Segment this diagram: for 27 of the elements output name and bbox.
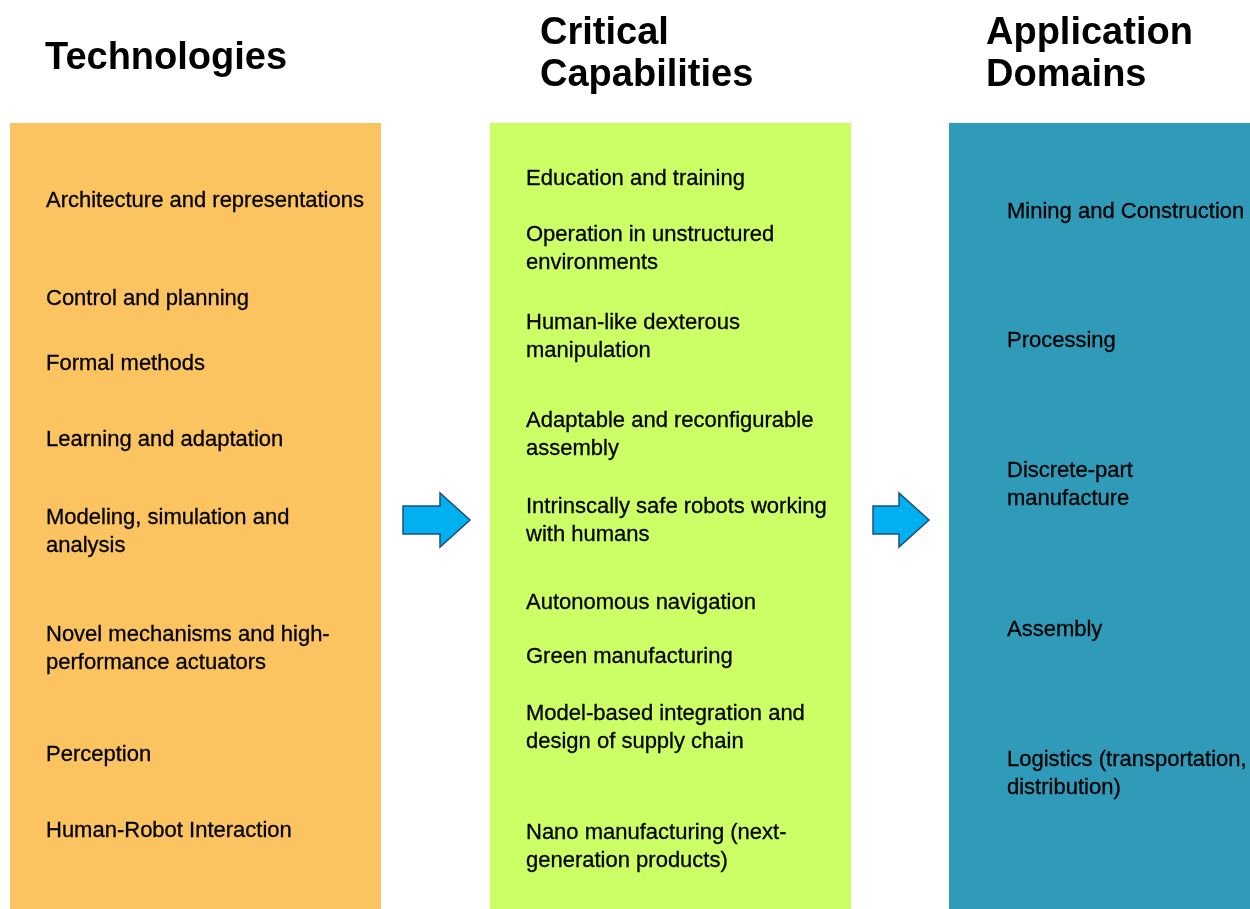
list-item: Adaptable and reconfigurable assembly: [526, 406, 815, 462]
list-item: Control and planning: [46, 284, 251, 312]
list-item: Model-based integration and design of supply chain: [526, 699, 806, 755]
list-item: Discrete-part manufacture: [1007, 456, 1134, 512]
list-item: Formal methods: [46, 349, 206, 377]
list-item: Human-like dexterous manipulation: [526, 308, 741, 364]
column-heading: Critical Capabilities: [540, 10, 755, 94]
list-item: Novel mechanisms and high-performance actuators: [46, 620, 331, 676]
list-item: Nano manufacturing (next-generation products): [526, 818, 788, 874]
list-item: Perception: [46, 740, 153, 768]
list-item: Processing: [1007, 326, 1117, 354]
list-item: Human-Robot Interaction: [46, 816, 293, 844]
list-item: Intrinscally safe robots working with humans: [526, 492, 828, 548]
list-item: Learning and adaptation: [46, 425, 285, 453]
list-item: Modeling, simulation and analysis: [46, 503, 291, 559]
list-item: Green manufacturing: [526, 642, 734, 670]
list-item: Mining and Construction: [1007, 197, 1246, 225]
list-item: Operation in unstructured environments: [526, 220, 776, 276]
list-item: Autonomous navigation: [526, 588, 757, 616]
list-item: Education and training: [526, 164, 746, 192]
column-heading: Application Domains: [986, 10, 1194, 94]
list-item: Architecture and representations: [46, 186, 365, 214]
column-heading: Technologies: [45, 35, 289, 77]
block-arrow: [402, 491, 472, 549]
list-item: Assembly: [1007, 615, 1104, 643]
list-item: Logistics (transportation, distribution): [1007, 745, 1248, 801]
block-arrow: [872, 491, 931, 549]
